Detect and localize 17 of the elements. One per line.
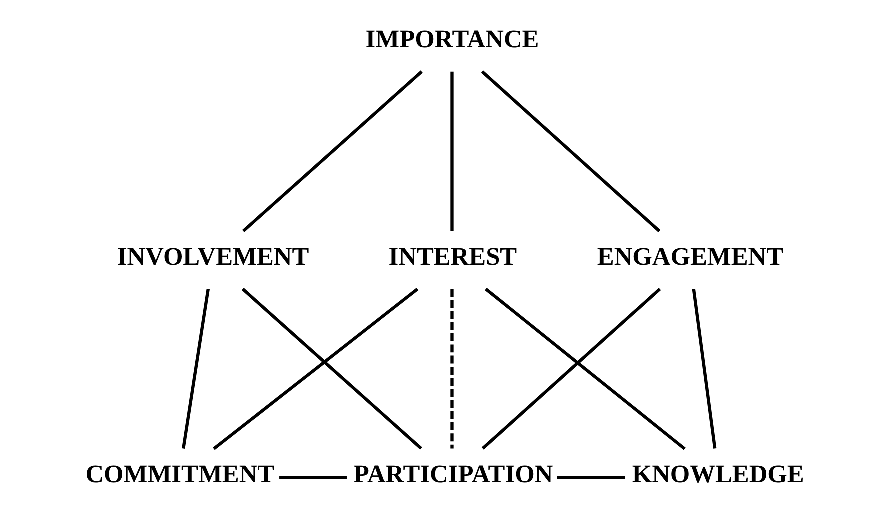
connector: [242, 288, 422, 450]
connector: [557, 476, 626, 480]
connector: [242, 70, 423, 232]
connector: [450, 289, 454, 449]
connector: [213, 288, 419, 450]
node-text: KNOWLEDGE: [632, 460, 804, 488]
connector: [450, 72, 454, 232]
connector: [280, 476, 347, 480]
node-text: PARTICIPATION: [354, 460, 554, 488]
node-text: ENGAGEMENT: [597, 242, 784, 271]
node-text: INTEREST: [388, 242, 518, 271]
node-text: INVOLVEMENT: [117, 242, 310, 271]
connector: [182, 288, 210, 449]
node-text: IMPORTANCE: [366, 26, 540, 54]
node-text: COMMITMENT: [86, 460, 275, 488]
connector: [692, 289, 717, 449]
connector: [481, 70, 661, 232]
